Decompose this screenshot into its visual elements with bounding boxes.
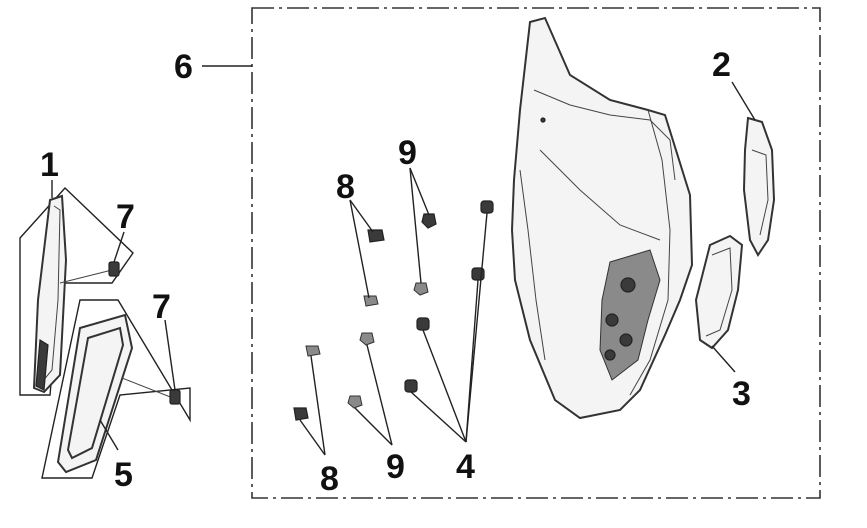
callout-3: 3 bbox=[732, 375, 751, 413]
screw-7a bbox=[108, 231, 125, 277]
front-shield bbox=[510, 16, 694, 420]
clip-9-upper-group bbox=[409, 167, 437, 296]
screw-icon bbox=[108, 261, 120, 277]
shield-ridge-inner bbox=[539, 149, 661, 241]
callout-8b: 8 bbox=[320, 460, 339, 498]
callout-1: 1 bbox=[40, 146, 59, 184]
leader-4 bbox=[422, 329, 467, 443]
callout-4: 4 bbox=[456, 448, 475, 486]
leader-5 bbox=[99, 419, 119, 451]
part-3-group bbox=[694, 234, 744, 373]
screw-7b bbox=[164, 319, 181, 405]
clip-icon bbox=[347, 395, 363, 409]
shield-windscreen bbox=[533, 89, 676, 181]
assembly-frame bbox=[251, 7, 821, 499]
leader-8b bbox=[310, 355, 326, 456]
part-5-link bbox=[121, 377, 179, 401]
part-5-outline bbox=[41, 299, 191, 479]
leader-9b bbox=[366, 344, 393, 446]
leader-9a bbox=[409, 167, 430, 216]
callout-9b: 9 bbox=[386, 448, 405, 486]
screw-8-upper-group bbox=[349, 199, 385, 307]
part-1-link bbox=[59, 269, 113, 284]
part-1-outline bbox=[19, 186, 134, 396]
part-1-group bbox=[19, 186, 134, 396]
leader-9b bbox=[354, 407, 393, 446]
callout-7b: 7 bbox=[152, 288, 171, 326]
part-5-inner bbox=[66, 326, 125, 460]
nut-icon bbox=[416, 317, 430, 331]
part-1-inner bbox=[41, 205, 61, 383]
screw-icon bbox=[169, 389, 181, 405]
shield-outer bbox=[510, 16, 694, 420]
part-2-inner bbox=[751, 149, 769, 236]
leader-4 bbox=[410, 391, 467, 443]
shield-left-rail bbox=[519, 169, 546, 361]
part-2-group bbox=[731, 81, 776, 257]
leader-9a bbox=[409, 167, 422, 284]
screw-icon bbox=[367, 229, 385, 243]
leader-8a bbox=[349, 199, 374, 233]
shield-mount-panel bbox=[599, 249, 661, 381]
leader-8a bbox=[349, 199, 370, 299]
screw-8-lower-group bbox=[293, 345, 326, 456]
shield-boss bbox=[605, 313, 619, 327]
shield-boss bbox=[619, 333, 633, 347]
clip-icon bbox=[359, 332, 375, 346]
part-1-edge bbox=[35, 338, 49, 391]
part-2-panel bbox=[742, 116, 776, 257]
callout-9a: 9 bbox=[398, 134, 417, 172]
shield-boss bbox=[620, 277, 636, 293]
screw-icon bbox=[305, 345, 321, 357]
fastener-4-group bbox=[404, 200, 494, 443]
shield-dot bbox=[540, 117, 546, 123]
leader-2 bbox=[731, 81, 756, 121]
part-5-group bbox=[41, 299, 191, 479]
callout-8a: 8 bbox=[336, 168, 355, 206]
nut-icon bbox=[404, 379, 418, 393]
shield-boss bbox=[604, 349, 616, 361]
shield-ridge bbox=[629, 109, 671, 396]
callout-2: 2 bbox=[712, 46, 731, 84]
leader-3 bbox=[711, 345, 736, 373]
clip-icon bbox=[413, 282, 429, 296]
leader-7a bbox=[113, 231, 125, 263]
part-3-inner bbox=[705, 247, 733, 337]
leader-8b bbox=[299, 419, 326, 456]
leader-4 bbox=[465, 279, 479, 443]
leader-7b bbox=[164, 319, 176, 391]
callout-7a: 7 bbox=[116, 198, 135, 236]
nut-icon bbox=[480, 200, 494, 214]
callout-5: 5 bbox=[114, 456, 133, 494]
screw-icon bbox=[363, 295, 379, 307]
clip-icon bbox=[421, 213, 437, 229]
callout-6: 6 bbox=[174, 48, 193, 86]
clip-9-lower-group bbox=[347, 332, 393, 446]
screw-icon bbox=[293, 407, 309, 421]
